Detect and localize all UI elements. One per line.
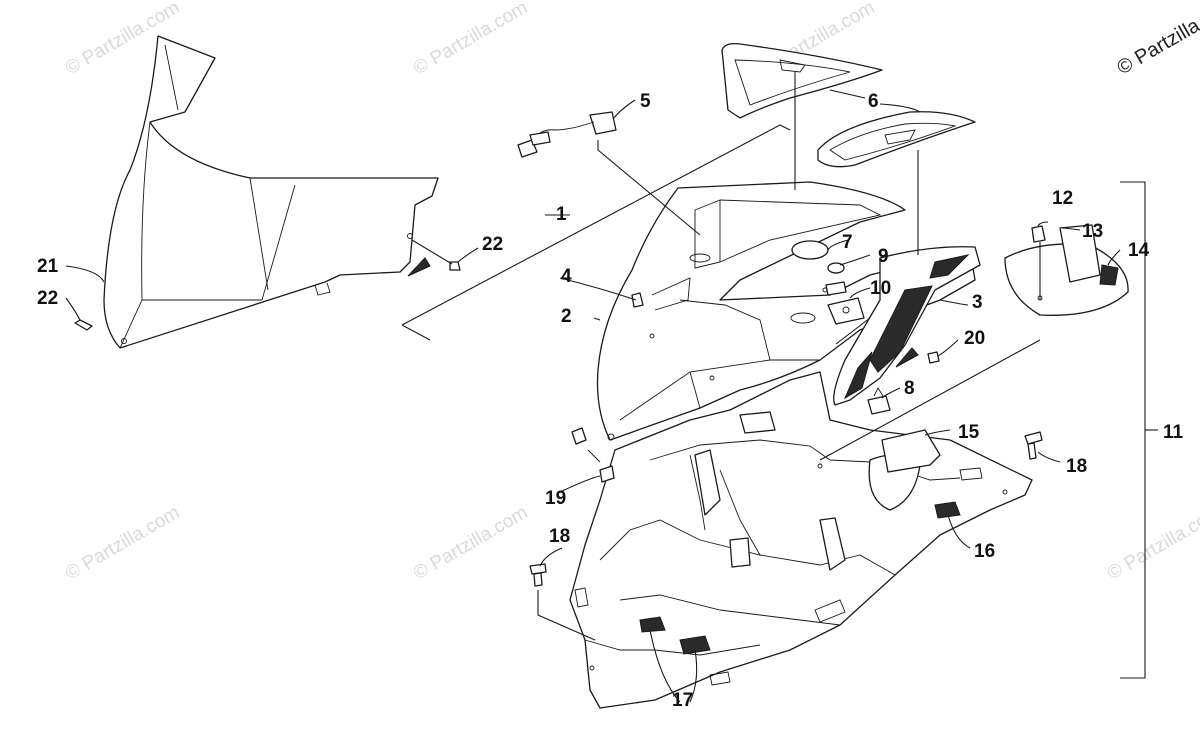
- leader-lines: [65, 72, 1158, 703]
- screw-20-part: [895, 347, 940, 368]
- screw-4-part: [631, 292, 644, 308]
- screw-22-upper: [407, 257, 461, 277]
- callout-13: 13: [1082, 221, 1103, 242]
- callout-18-right: 18: [1066, 456, 1087, 477]
- callout-9: 9: [878, 246, 889, 267]
- switch-8-part: [867, 387, 891, 415]
- watermark-text: © Partzilla.com: [410, 502, 531, 584]
- watermark-text: © Partzilla.com: [1104, 502, 1200, 584]
- screw-22-left: [74, 319, 93, 331]
- lower-panel-part: [569, 371, 1033, 709]
- callout-labels: 1 2 3 4 5 6 7 8 9 10 11 12 13 14 15 16 1…: [37, 91, 1184, 711]
- lens-upper-part: [721, 42, 883, 119]
- callout-21: 21: [37, 256, 59, 277]
- callout-8: 8: [904, 378, 915, 399]
- mount-10-part: [827, 297, 865, 325]
- screw-18-right-part: [1024, 431, 1043, 460]
- bracket-13-part: [1004, 224, 1129, 316]
- callout-17: 17: [672, 690, 693, 711]
- clip-9-part: [825, 262, 847, 296]
- grommet-7-part: [791, 240, 829, 260]
- callout-3: 3: [972, 292, 983, 313]
- callout-10: 10: [870, 278, 891, 299]
- callout-7: 7: [842, 232, 853, 253]
- callout-18-left: 18: [549, 526, 570, 547]
- callout-12: 12: [1052, 188, 1073, 209]
- lens-lower-part: [817, 111, 976, 168]
- callout-20: 20: [964, 328, 985, 349]
- callout-1: 1: [556, 204, 567, 225]
- screw-12-part: [1031, 225, 1046, 243]
- screw-18-left-part: [529, 563, 547, 587]
- hood-part: [596, 181, 976, 441]
- callout-6: 6: [868, 91, 879, 112]
- callout-11: 11: [1163, 422, 1184, 443]
- callout-19: 19: [545, 488, 566, 509]
- callout-5: 5: [640, 91, 651, 112]
- vent-grille-part: [833, 246, 981, 406]
- copyright-text: © Partzilla: [1114, 14, 1200, 79]
- callout-16: 16: [974, 541, 995, 562]
- wire-harness-part: [517, 111, 617, 158]
- callout-22-left: 22: [37, 288, 58, 309]
- callout-14: 14: [1128, 240, 1150, 261]
- watermark-text: © Partzilla.com: [62, 502, 183, 584]
- watermark-text: © Partzilla.com: [410, 0, 531, 79]
- callout-2: 2: [561, 306, 572, 327]
- windshield-part: [103, 35, 439, 349]
- fastener-19-part: [571, 427, 615, 483]
- callout-4: 4: [561, 266, 572, 287]
- callout-15: 15: [958, 422, 980, 443]
- callout-22-upper: 22: [482, 234, 503, 255]
